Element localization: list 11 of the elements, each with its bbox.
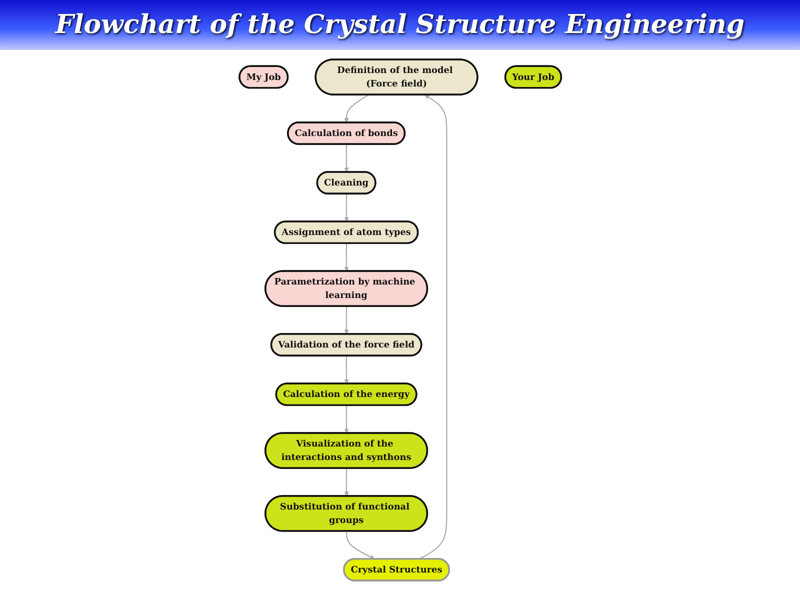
arrow <box>346 531 375 560</box>
arrow <box>344 194 349 222</box>
title-banner: Flowchart of the Crystal Structure Engineering <box>0 0 800 50</box>
arrow <box>344 468 349 496</box>
arrow <box>344 356 349 384</box>
arrow <box>344 405 349 434</box>
arrow <box>344 243 349 272</box>
arrow <box>344 306 349 334</box>
arrow <box>344 144 349 172</box>
arrow <box>418 94 447 560</box>
arrow <box>344 94 369 123</box>
